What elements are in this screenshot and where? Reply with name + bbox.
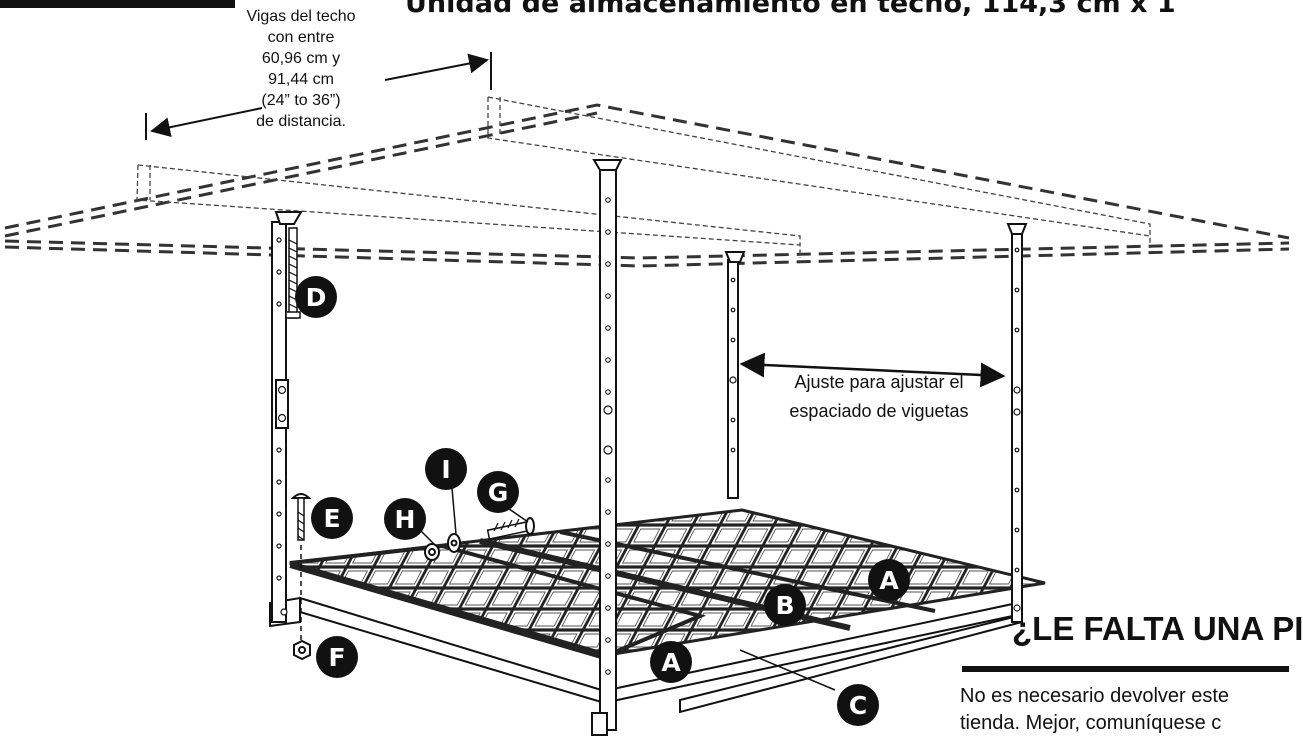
svg-text:E: E (323, 504, 340, 533)
part-label-c: C (837, 684, 879, 726)
missing-part-line: tienda. Mejor, comuníquese c (960, 712, 1222, 734)
joist-note-line: con entre (267, 29, 335, 46)
part-label-i: I (425, 448, 467, 490)
part-label-g: G (477, 471, 519, 513)
part-label-a-left: A (650, 641, 692, 683)
adjust-note-line: Ajuste para ajustar el (794, 372, 964, 392)
svg-text:A: A (879, 566, 899, 595)
svg-text:G: G (488, 478, 509, 507)
svg-text:I: I (441, 455, 450, 484)
svg-text:D: D (306, 283, 327, 312)
part-labels: D E F H I G A B A C (295, 276, 910, 726)
ceiling-outline (4, 103, 1290, 268)
part-label-h: H (384, 498, 426, 540)
missing-part-text: No es necesario devolver este tienda. Me… (960, 683, 1289, 737)
ceiling-joists (136, 96, 1151, 258)
missing-part-heading: ¿LE FALTA UNA PI (1012, 610, 1303, 647)
svg-text:H: H (395, 505, 416, 534)
washer (447, 533, 461, 553)
joist-arrow-left (150, 107, 263, 138)
post-holes (276, 197, 1021, 675)
part-label-b: B (764, 584, 806, 626)
part-label-e: E (311, 497, 353, 539)
small-nut (424, 543, 440, 561)
part-label-f: F (316, 636, 358, 678)
adjust-note: Ajuste para ajustar el espaciado de vigu… (756, 368, 1002, 426)
header-bar (0, 0, 235, 8)
joist-arrow-right (384, 53, 489, 81)
svg-text:A: A (661, 648, 681, 677)
joist-note-line: 60,96 cm y (261, 50, 341, 67)
joist-spacing-note: Vigas del techo con entre 60,96 cm y 91,… (216, 6, 386, 132)
hex-nut (293, 639, 311, 661)
adjust-arrow (739, 352, 1006, 388)
lag-screw (285, 227, 301, 319)
joist-note-line: Vigas del techo (246, 8, 356, 25)
joist-note-line: (24” to 36”) (261, 92, 341, 109)
joist-note-line: 91,44 cm (268, 71, 334, 88)
adjust-note-line: espaciado de viguetas (789, 401, 969, 421)
diagram-title: Unidad de almacenamiento en techo, 114,3… (405, 0, 1176, 19)
svg-text:B: B (775, 591, 794, 620)
svg-text:F: F (328, 643, 345, 672)
missing-part-line: No es necesario devolver este (960, 685, 1230, 707)
part-label-a-right: A (868, 559, 910, 601)
carriage-bolt (290, 493, 312, 640)
svg-text:C: C (849, 691, 867, 720)
part-label-d: D (295, 276, 337, 318)
joist-note-line: de distancia. (256, 113, 346, 130)
section-divider (962, 666, 1289, 672)
